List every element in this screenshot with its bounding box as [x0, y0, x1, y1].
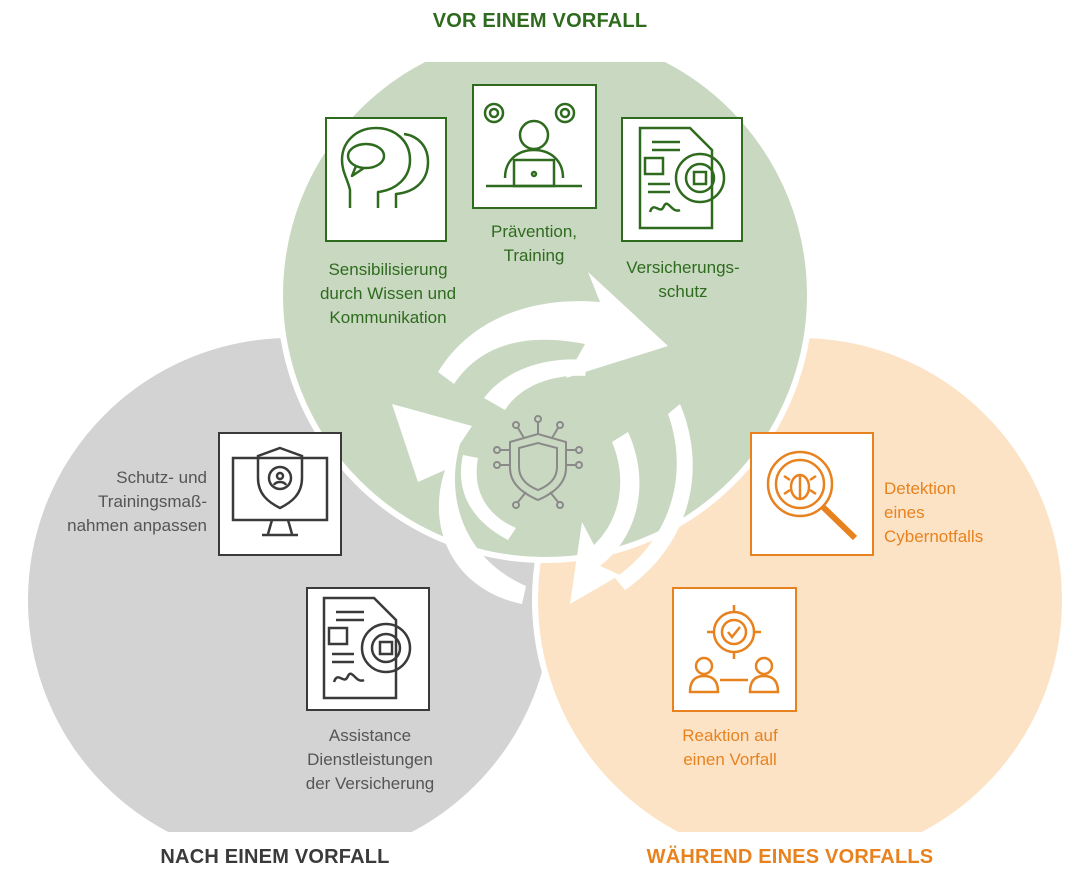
- arrow-after-to-before: [392, 404, 526, 604]
- reaction-label: Reaktion auf einen Vorfall: [682, 726, 778, 769]
- magnifier-bug-icon: [750, 432, 874, 556]
- circuit-shield-icon: [493, 415, 583, 509]
- head-speech-icon: [325, 117, 447, 242]
- insurance-label: Versicherungs- schutz: [626, 258, 740, 301]
- arrow-inner-arc: [484, 359, 588, 410]
- arrow-left-inner: [460, 455, 516, 540]
- cycle-arrows: [392, 272, 693, 604]
- awareness-label: Sensibilisierung durch Wissen und Kommun…: [319, 260, 457, 327]
- gear-check-people-icon: [672, 587, 797, 712]
- heading-before: VOR EINEM VORFALL: [432, 10, 648, 32]
- monitor-shield-gear-icon: [218, 432, 342, 556]
- person-laptop-gears-icon: [472, 84, 597, 209]
- assistance-label: Assistance Dienstleistungen der Versiche…: [305, 726, 435, 793]
- arrow-before-to-during: [438, 272, 668, 384]
- detection-label: Detektion eines Cybernotfalls: [884, 479, 984, 546]
- prevention-label: Prävention, Training: [491, 222, 577, 265]
- arrow-right-inner: [615, 404, 693, 590]
- heading-during: WÄHREND EINES VORFALLS: [646, 846, 934, 868]
- heading-after: NACH EINEM VORFALL: [160, 846, 390, 868]
- certificate-seal-icon: [621, 117, 743, 242]
- certificate-seal-icon: [306, 587, 430, 711]
- arrow-during-to-after: [570, 432, 640, 604]
- adjust-label: Schutz- und Trainingsmaß- nahmen anpasse…: [67, 468, 207, 535]
